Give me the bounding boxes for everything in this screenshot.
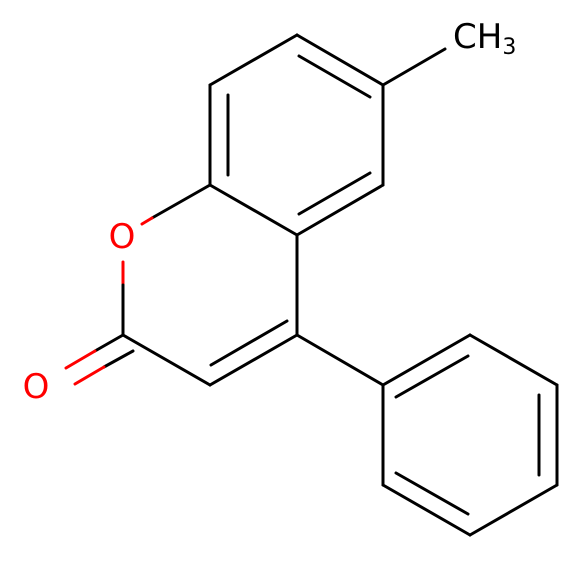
methyl-label: CH3 bbox=[453, 17, 516, 60]
pyranone-ring bbox=[121, 183, 299, 387]
bond-c4a-o1 bbox=[150, 183, 212, 220]
methyl-subscript-text: 3 bbox=[502, 35, 516, 60]
bond-methyl bbox=[381, 47, 447, 87]
carbonyl-oxygen-label: O bbox=[23, 367, 50, 407]
bond-c2-o-lower-black bbox=[102, 349, 135, 369]
bond-c3-c4-inner bbox=[209, 319, 289, 367]
phenyl-ring bbox=[381, 333, 559, 537]
bond-c2-o-upper-red bbox=[64, 349, 97, 370]
bond-ph5-ph6 bbox=[381, 483, 472, 537]
bond-c3-c4 bbox=[208, 333, 299, 387]
ring-oxygen-label: O bbox=[109, 217, 136, 257]
bond-c4a-o1-red bbox=[140, 216, 154, 226]
bond-c4-phenyl bbox=[295, 333, 385, 387]
carbonyl-bond bbox=[64, 333, 135, 386]
bond-c2-o-lower-red bbox=[73, 365, 106, 386]
bond-c6-c5 bbox=[295, 183, 385, 237]
bond-c8a-c8 bbox=[208, 33, 299, 87]
bond-ph1-ph2-inner bbox=[394, 354, 470, 399]
methyl-main-text: CH bbox=[453, 17, 502, 57]
bond-c5-c4a bbox=[208, 183, 299, 237]
bond-c6-c5-inner bbox=[297, 171, 372, 216]
bond-ph5-ph6-inner bbox=[394, 471, 470, 516]
bond-ph1-ph2 bbox=[381, 333, 472, 387]
bond-c8-c7-inner bbox=[297, 54, 372, 99]
bond-ph2-ph3 bbox=[468, 333, 559, 387]
bond-c2-o-upper-black bbox=[93, 333, 125, 353]
benzo-ring bbox=[208, 33, 385, 237]
bond-c8-c7 bbox=[295, 33, 385, 87]
bond-c2-c3 bbox=[121, 333, 212, 387]
bond-ph4-ph5 bbox=[468, 483, 559, 537]
